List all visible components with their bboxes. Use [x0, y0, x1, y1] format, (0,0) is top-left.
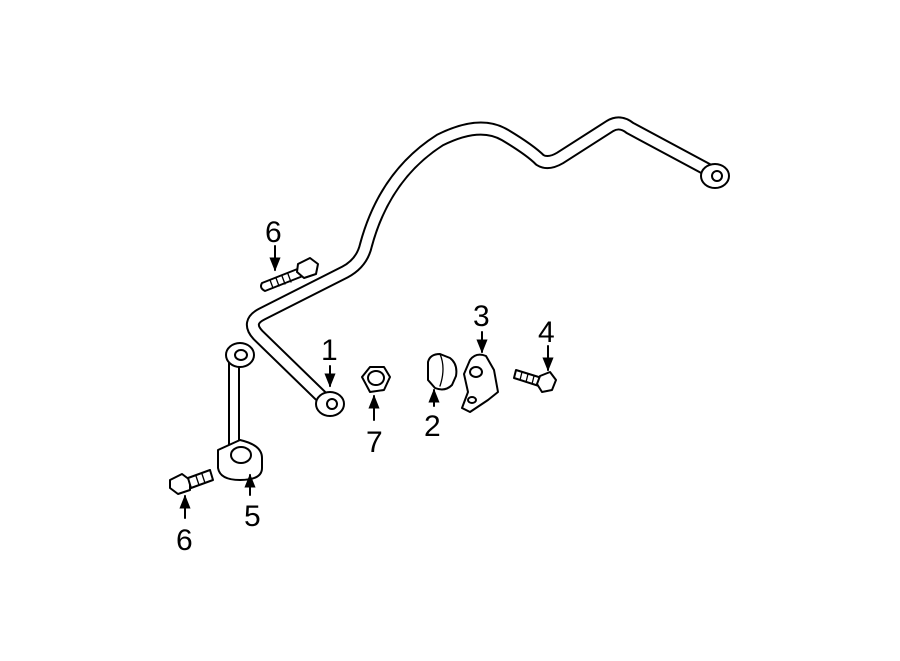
callout-1: 1	[321, 334, 338, 367]
stabilizer-bar	[245, 116, 730, 417]
bracket	[461, 353, 499, 413]
callout-3: 3	[473, 300, 490, 333]
stabilizer-link	[217, 342, 263, 481]
bolt-top	[260, 257, 319, 292]
callout-6-top: 6	[265, 216, 282, 249]
bushing	[427, 353, 458, 391]
callout-7: 7	[366, 426, 383, 459]
callout-5: 5	[244, 500, 261, 533]
callout-6-bottom: 6	[176, 524, 193, 557]
callout-arrows	[179, 245, 554, 519]
bolt-bottom	[169, 469, 214, 495]
callout-4: 4	[538, 316, 555, 349]
callout-2: 2	[424, 410, 441, 443]
bolt-right	[513, 369, 557, 393]
nut	[361, 366, 391, 393]
